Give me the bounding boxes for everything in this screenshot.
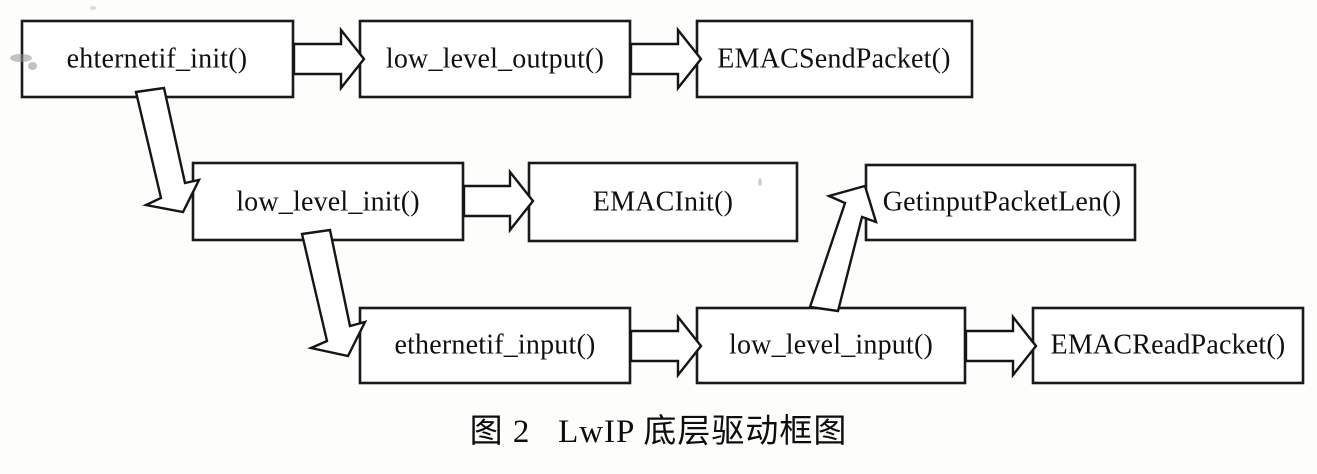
figure-caption: 图 2 LwIP 底层驱动框图 — [469, 414, 848, 450]
node-box — [527, 161, 799, 243]
node-low-level-init[interactable]: low_level_init() — [191, 161, 465, 242]
node-label: low_level_init() — [236, 186, 420, 217]
node-emac-init[interactable]: EMACInit() — [527, 161, 799, 243]
node-label: low_level_output() — [386, 43, 604, 74]
node-box — [358, 19, 632, 99]
node-box — [695, 19, 974, 99]
node-box — [358, 306, 632, 385]
node-label: low_level_input() — [729, 329, 933, 360]
arrow-ehternetif-init-to-low-level-output — [292, 26, 366, 92]
arrow-low-level-init-to-emac-init — [462, 168, 535, 234]
arrow-low-level-input-to-emac-read-packet — [964, 313, 1038, 379]
node-label: EMACSendPacket() — [717, 43, 950, 74]
node-emac-read-packet[interactable]: EMACReadPacket() — [1031, 306, 1305, 385]
arrow-ethernetif-input-to-low-level-input — [629, 313, 703, 379]
node-box — [20, 19, 295, 99]
arrow-low-level-init-to-ethernetif-input — [300, 228, 368, 358]
node-label: EMACReadPacket() — [1051, 329, 1286, 360]
node-ehternetif-init[interactable]: ehternetif_init() — [20, 19, 295, 99]
arrow-low-level-input-to-getinput-packet-len — [808, 184, 878, 313]
node-emac-send-packet[interactable]: EMACSendPacket() — [695, 19, 974, 99]
node-label: ehternetif_init() — [67, 43, 248, 74]
arrow-ehternetif-init-to-low-level-init — [134, 86, 202, 214]
node-label: GetinputPacketLen() — [883, 186, 1122, 217]
arrow-low-level-output-to-emac-send-packet — [629, 26, 703, 92]
node-getinput-packet-len[interactable]: GetinputPacketLen() — [864, 163, 1137, 242]
node-low-level-output[interactable]: low_level_output() — [358, 19, 632, 99]
node-ethernetif-input[interactable]: ethernetif_input() — [358, 306, 632, 385]
node-low-level-input[interactable]: low_level_input() — [695, 306, 967, 385]
node-label: ethernetif_input() — [394, 329, 595, 360]
node-label: EMACInit() — [593, 186, 733, 217]
